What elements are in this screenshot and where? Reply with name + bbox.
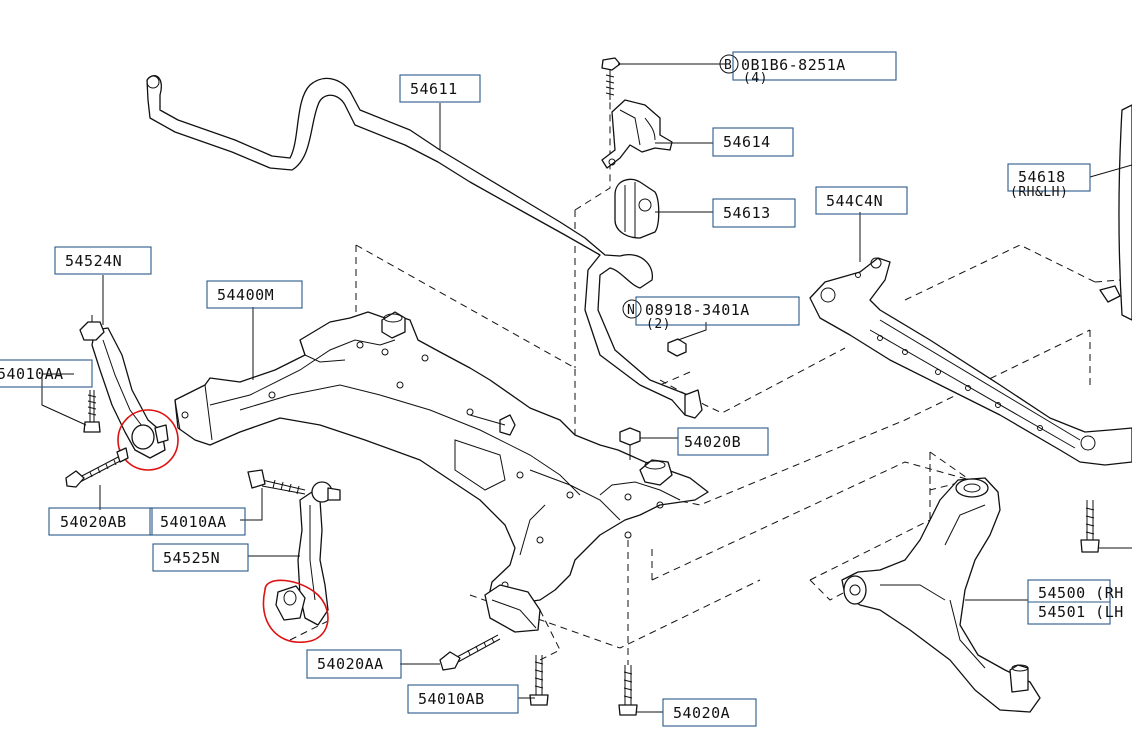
bolt-54020aa (439, 634, 501, 671)
callout-nut-20b: 54020B (677, 427, 769, 456)
bolt-54010aa-mid (247, 469, 306, 495)
callout-link-left: 54524N (54, 246, 152, 275)
bolt-b-marker: B (724, 58, 732, 73)
bolt-left-1-label: 54010AA (0, 365, 64, 383)
brace (809, 104, 1132, 466)
bolt-b-label: 0B1B6-8251A (741, 56, 846, 74)
bolt-right-side (1080, 500, 1132, 553)
callout-arm: 54500 (RH 54501 (LH (1027, 579, 1124, 625)
callout-bolt-10ab: 54010AB (407, 684, 519, 714)
bolt-10ab-label: 54010AB (418, 690, 485, 708)
link-right-label: 54525N (163, 549, 220, 567)
nut-n-label: 08918-3401A (645, 301, 750, 319)
callout-bolt-left-1: 54010AA (0, 359, 93, 388)
bolt-b-qty: (4) (743, 71, 768, 86)
nut-20b-label: 54020B (684, 433, 741, 451)
callout-bolt-aa-mid: 54010AA (149, 507, 246, 536)
bushing-clamp (601, 99, 673, 169)
link-right (275, 481, 341, 626)
bolt-aa-mid-label: 54010AA (160, 513, 227, 531)
callout-bolt-ab: 54020AB (48, 507, 153, 536)
bolt-54020ab (65, 447, 129, 488)
bolt-b (601, 57, 621, 100)
bolt-20aa-label: 54020AA (317, 655, 384, 673)
bolt-20a-label: 54020A (673, 704, 730, 722)
bolt-54010aa-left (83, 390, 101, 433)
link-left (79, 315, 169, 459)
clamp-label: 54614 (723, 133, 771, 151)
callout-clamp: 54614 (712, 127, 794, 157)
mount-sub-label: (RH&LH) (1010, 185, 1068, 200)
bolt-ab-label: 54020AB (60, 513, 127, 531)
arm-rh-label: 54500 (RH (1038, 584, 1124, 602)
nut-n (667, 338, 687, 357)
callout-link-right: 54525N (152, 543, 249, 572)
highlight-circle-right (262, 579, 329, 643)
arm-lh-label: 54501 (LH (1038, 603, 1124, 621)
leader-lines (41, 63, 1132, 713)
brace-label: 544C4N (826, 192, 883, 210)
nut-n-qty: (2) (646, 317, 671, 332)
callout-mount-rhlh: 54618 (RH&LH) (1007, 163, 1091, 200)
member-label: 54400M (217, 286, 274, 304)
bushing (614, 178, 660, 239)
mount-label: 54618 (1018, 168, 1066, 186)
nut-54020b (619, 427, 641, 460)
stabilizer-bar (146, 75, 703, 419)
callout-bolt-20a: 54020A (662, 698, 757, 727)
callout-bushing: 54613 (712, 198, 796, 228)
callout-brace: 544C4N (815, 186, 908, 215)
callout-member: 54400M (206, 280, 303, 309)
highlight-circle-left (117, 409, 179, 471)
lower-control-arm (841, 477, 1041, 713)
callout-bolt-20aa: 54020AA (306, 649, 402, 679)
link-left-label: 54524N (65, 252, 122, 270)
suspension-member (174, 311, 709, 633)
callout-stab-bar: 54611 (399, 74, 481, 103)
bolt-54020a (618, 665, 638, 716)
bushing-label: 54613 (723, 204, 771, 222)
callout-nut-n: N 08918-3401A (2) (622, 296, 800, 332)
bolt-54010ab (529, 655, 549, 706)
nut-n-marker: N (627, 303, 635, 318)
callout-bolt-b: B 0B1B6-8251A (4) (719, 51, 897, 86)
stab-bar-label: 54611 (410, 80, 458, 98)
